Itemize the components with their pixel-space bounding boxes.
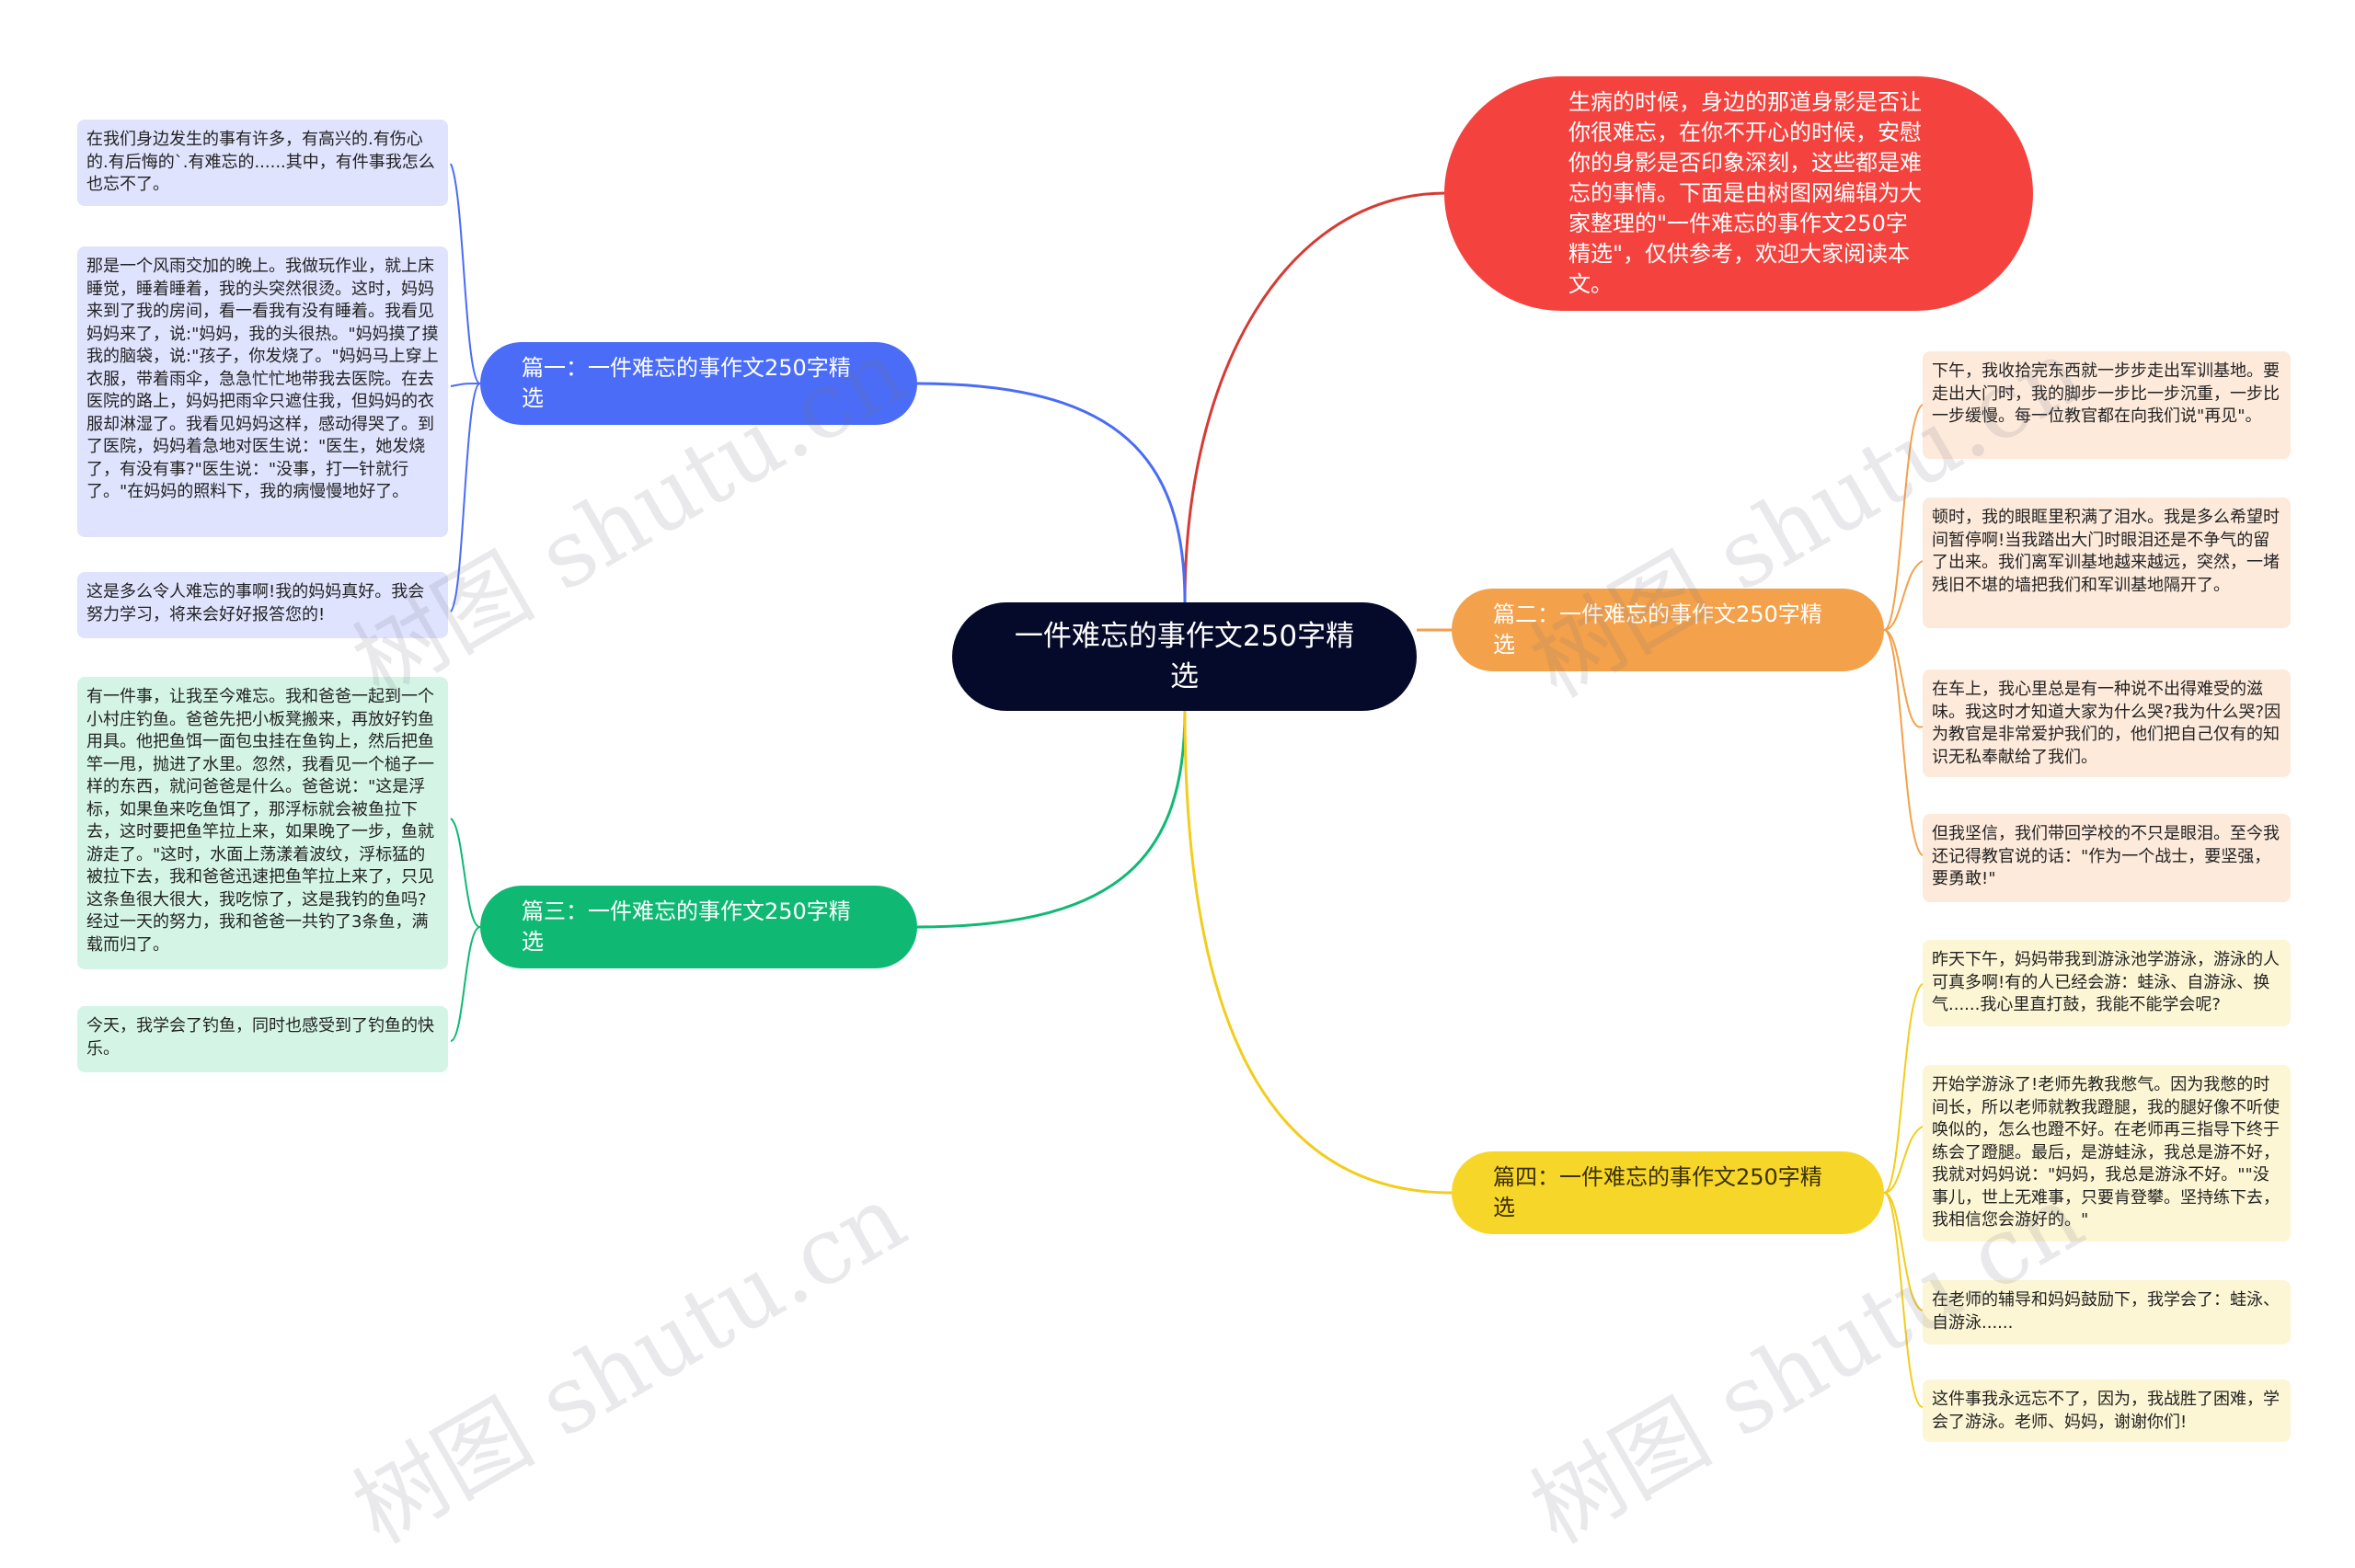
branch-2[interactable]: 篇二：一件难忘的事作文250字精选 [1452, 589, 1884, 671]
branch4-leaf-4[interactable]: 这件事我永远忘不了，因为，我战胜了困难，学会了游泳。老师、妈妈，谢谢你们! [1923, 1379, 2291, 1442]
branch4-leaf-3[interactable]: 在老师的辅导和妈妈鼓励下，我学会了：蛙泳、自游泳...... [1923, 1280, 2291, 1345]
link-center-branch4 [1183, 710, 1453, 1195]
intro-node[interactable]: 生病的时候，身边的那道身影是否让你很难忘，在你不开心的时候，安慰你的身影是否印象… [1444, 76, 2033, 311]
branch1-leaf-links [450, 163, 481, 612]
branch4-leaf-2[interactable]: 开始学游泳了!老师先教我憋气。因为我憋的时间长，所以老师就教我蹬腿，我的腿好像不… [1923, 1065, 2291, 1242]
branch4-leaf-links [1883, 983, 1924, 1408]
branch3-leaf-links [450, 818, 481, 1042]
branch2-leaf-3[interactable]: 在车上，我心里总是有一种说不出得难受的滋味。我这时才知道大家为什么哭?我为什么哭… [1923, 670, 2291, 777]
connector-lines [450, 163, 1924, 1408]
branch-3[interactable]: 篇三：一件难忘的事作文250字精选 [480, 886, 917, 968]
link-center-intro [1183, 191, 1447, 603]
link-center-branch1 [916, 382, 1187, 603]
branch2-leaf-links [1883, 404, 1924, 856]
branch4-leaf-1[interactable]: 昨天下午，妈妈带我到游泳池学游泳，游泳的人可真多啊!有的人已经会游：蛙泳、自游泳… [1923, 940, 2291, 1026]
branch1-leaf-3[interactable]: 这是多么令人难忘的事啊!我的妈妈真好。我会努力学习，将来会好好报答您的! [77, 572, 448, 638]
branch1-leaf-1[interactable]: 在我们身边发生的事有许多，有高兴的.有伤心的.有后悔的`.有难忘的......其… [77, 120, 448, 206]
branch2-leaf-2[interactable]: 顿时，我的眼眶里积满了泪水。我是多么希望时间暂停啊!当我踏出大门时眼泪还是不争气… [1923, 498, 2291, 628]
branch-1[interactable]: 篇一：一件难忘的事作文250字精选 [480, 342, 917, 425]
branch3-leaf-1[interactable]: 有一件事，让我至今难忘。我和爸爸一起到一个小村庄钓鱼。爸爸先把小板凳搬来，再放好… [77, 677, 448, 969]
branch2-leaf-1[interactable]: 下午，我收拾完东西就一步步走出军训基地。要走出大门时，我的脚步一步比一步沉重，一… [1923, 351, 2291, 459]
link-center-branch3 [916, 710, 1187, 929]
branch-4[interactable]: 篇四：一件难忘的事作文250字精选 [1452, 1151, 1884, 1234]
central-topic[interactable]: 一件难忘的事作文250字精选 [952, 602, 1417, 711]
branch1-leaf-2[interactable]: 那是一个风雨交加的晚上。我做玩作业，就上床睡觉，睡着睡着，我的头突然很烫。这时，… [77, 246, 448, 537]
branch2-leaf-4[interactable]: 但我坚信，我们带回学校的不只是眼泪。至今我还记得教官说的话："作为一个战士，要坚… [1923, 814, 2291, 902]
branch3-leaf-2[interactable]: 今天，我学会了钓鱼，同时也感受到了钓鱼的快乐。 [77, 1006, 448, 1072]
